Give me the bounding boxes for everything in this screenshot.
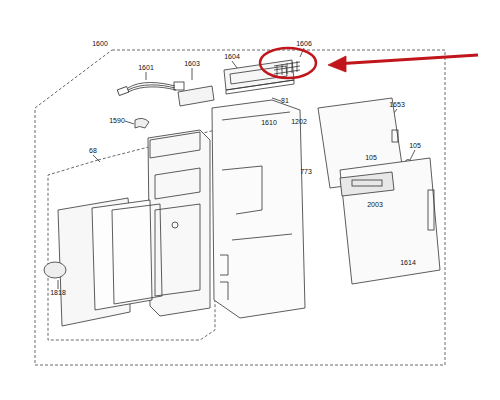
callout-number: 2003 bbox=[366, 201, 384, 209]
callout-number: 773 bbox=[299, 168, 313, 176]
callout-number: 1606 bbox=[295, 40, 313, 48]
callout-number: 1603 bbox=[183, 60, 201, 68]
callout-number: 1818 bbox=[49, 289, 67, 297]
callout-number: 105 bbox=[408, 142, 422, 150]
callout-number: 1601 bbox=[137, 64, 155, 72]
callout-number: 1604 bbox=[223, 53, 241, 61]
callout-number: 105 bbox=[364, 154, 378, 162]
callout-number: 1653 bbox=[388, 101, 406, 109]
callout-number: 68 bbox=[88, 147, 98, 155]
callout-number: 1610 bbox=[260, 119, 278, 127]
callout-number: 1590 bbox=[108, 117, 126, 125]
callout-number: 1614 bbox=[399, 259, 417, 267]
callout-number: 1600 bbox=[91, 40, 109, 48]
callout-number: 81 bbox=[280, 97, 290, 105]
callout-number: 1202 bbox=[290, 118, 308, 126]
